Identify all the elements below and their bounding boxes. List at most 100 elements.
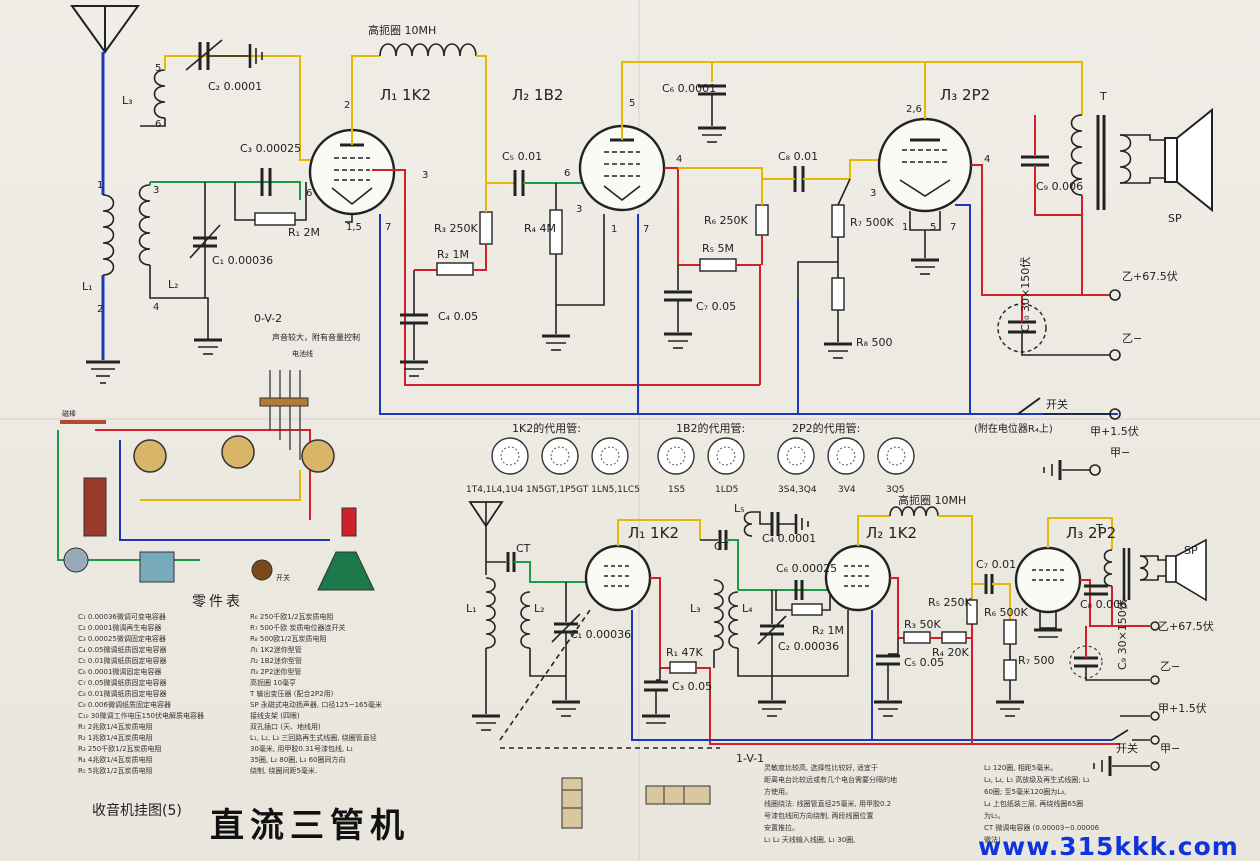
speaker-icon bbox=[1164, 107, 1213, 213]
transformer-primary-bottom bbox=[1103, 549, 1113, 587]
pin-label: 1 bbox=[611, 224, 617, 235]
parts-list-right: R₆ 250千欧1/2瓦炭质电阻 R₇ 500千欧 炭质电位器连开关 R₈ 50… bbox=[250, 612, 420, 777]
pin-label: 3 bbox=[576, 204, 582, 215]
tube-socket-icon bbox=[707, 437, 745, 475]
label-L2: L₂ bbox=[168, 278, 179, 291]
tube-socket-icon bbox=[591, 437, 629, 475]
parts-item: 高扼圈 10毫亨 bbox=[250, 679, 297, 687]
resistor-R3 bbox=[479, 211, 493, 245]
note-line: 60圈; 至5毫米120圈为L₄, bbox=[984, 788, 1067, 796]
label-bottom-switch: 开关 bbox=[1116, 741, 1138, 755]
potentiometer-R6-bottom bbox=[1003, 619, 1017, 645]
label-bottom-R4: R₄ 20K bbox=[932, 646, 970, 659]
tube-socket-icon bbox=[541, 437, 579, 475]
bottom-circuit bbox=[468, 501, 1207, 776]
parts-item: 双孔插口 (天、地线用) bbox=[250, 723, 321, 731]
label-C2: C₂ 0.0001 bbox=[208, 80, 262, 93]
coil-L3-bottom bbox=[713, 579, 724, 651]
label-circuit-name: 0-V-2 bbox=[254, 312, 282, 325]
parts-item: C₃ 0.00025微调固定电容器 bbox=[78, 635, 166, 643]
ground-icon bbox=[911, 258, 939, 275]
fold-line-horizontal bbox=[0, 418, 1260, 420]
label-C10: C₁₀ 30×150伏 bbox=[1018, 257, 1032, 332]
parts-item: L₁, L₂, L₃ 三回路再生式线圈, 绕圈管直径 bbox=[250, 734, 377, 742]
parts-item: Л₃ 2P2迷你型管 bbox=[250, 668, 302, 676]
terminal-minusB bbox=[1109, 349, 1121, 361]
tube-socket-icon bbox=[877, 437, 915, 475]
resistor-R3-bottom bbox=[903, 631, 931, 644]
label-bottom-plusA: 甲+1.5伏 bbox=[1158, 701, 1207, 715]
label-bottom-R2: R₂ 1M bbox=[812, 624, 844, 637]
label-bottom-L1: L₁ bbox=[466, 602, 477, 615]
label-C9: C₉ 0.006 bbox=[1036, 180, 1083, 193]
label-choke: 高扼圈 10MH bbox=[368, 23, 436, 37]
poster-subtitle: 收音机挂图(5) bbox=[92, 803, 182, 819]
parts-item: C₆ 0.0001微调固定电容器 bbox=[78, 668, 162, 676]
wiring-label-battery: 电池线 bbox=[292, 349, 313, 358]
capacitor-C5 bbox=[513, 170, 525, 196]
note-line: 号漆包线同方向绕制, 两段线圈位置 bbox=[764, 812, 874, 820]
label-C7: C₇ 0.05 bbox=[696, 300, 736, 313]
label-circuit-note: 声音较大，附有音量控制 bbox=[272, 332, 360, 342]
tube-socket-icon bbox=[827, 437, 865, 475]
pin-label: 3 bbox=[153, 185, 159, 196]
label-plus67: 乙+67.5伏 bbox=[1122, 269, 1178, 283]
pin-label: 2 bbox=[344, 100, 350, 111]
resistor-R4-bottom bbox=[941, 631, 967, 644]
pin-label: 5 bbox=[629, 98, 635, 109]
note-line: L₁ L₂ 天线输入线圈, L₁ 30圈, bbox=[764, 836, 856, 844]
note-line: L₃, L₄, L₅ 高放级及再生式线圈; L₃ bbox=[984, 776, 1090, 784]
parts-item: C₁ 0.00036微调可变电容器 bbox=[78, 613, 166, 621]
subs-heading-1k2: 1K2的代用管: bbox=[512, 421, 581, 435]
label-bottom-C4: C₄ 0.0001 bbox=[762, 532, 816, 545]
note-line: 灵敏度比较高, 选择性比较好, 适宜于 bbox=[764, 764, 878, 772]
parts-item: 35圈, L₂ 80圈, L₃ 60圈同方向 bbox=[250, 756, 346, 764]
label-bottom-choke: 高扼圈 10MH bbox=[898, 493, 966, 507]
coil-L3 bbox=[153, 69, 166, 119]
coil-L1 bbox=[102, 194, 115, 276]
label-bottom-L3: L₃ bbox=[690, 602, 701, 615]
parts-item: R₈ 500欧1/2瓦炭质电阻 bbox=[250, 635, 327, 643]
label-bottom-CT2: CT bbox=[714, 540, 729, 553]
parts-item: R₆ 250千欧1/2瓦炭质电阻 bbox=[250, 613, 334, 621]
tube-socket-icon bbox=[491, 437, 529, 475]
parts-item: C₇ 0.05微调纸质固定电容器 bbox=[78, 679, 167, 687]
tube-2P2 bbox=[877, 117, 973, 213]
parts-item: C₂ 0.0001微调再生电容器 bbox=[78, 624, 162, 632]
note-line: 微法) bbox=[984, 836, 1001, 844]
antenna-icon bbox=[70, 5, 140, 54]
fold-line-vertical bbox=[638, 0, 640, 861]
resistor-R6 bbox=[755, 204, 769, 236]
note-line: CT 微调电容器 (0.00003~0.00006 bbox=[984, 824, 1100, 832]
notes-left: 灵敏度比较高, 选择性比较好, 适宜于 距离电台比较远或有几个电台需要分隔的地 … bbox=[764, 762, 974, 846]
label-R6: R₆ 250K bbox=[704, 214, 749, 227]
label-R8: R₈ 500 bbox=[856, 336, 893, 349]
subs-list-1b2-a: 1S5 bbox=[668, 485, 685, 495]
subs-list-2p2-b: 3V4 bbox=[838, 485, 856, 495]
label-R2: R₂ 1M bbox=[437, 248, 469, 261]
parts-list-left: C₁ 0.00036微调可变电容器 C₂ 0.0001微调再生电容器 C₃ 0.… bbox=[78, 612, 248, 777]
label-bottom-R6: R₆ 500K bbox=[984, 606, 1029, 619]
pin-label: 4 bbox=[984, 154, 990, 165]
capacitor-C7 bbox=[664, 290, 692, 349]
pin-label: 7 bbox=[643, 224, 649, 235]
label-bottom-minusA: 甲− bbox=[1160, 742, 1180, 755]
parts-item: R₁ 2兆欧1/4瓦炭质电阻 bbox=[78, 723, 153, 731]
label-C3: C₃ 0.00025 bbox=[240, 142, 301, 155]
label-bottom-R7: R₇ 500 bbox=[1018, 654, 1055, 667]
parts-item: SP 永磁式电动扬声器, 口径125~165毫米 bbox=[250, 701, 382, 709]
pin-label: 4 bbox=[676, 154, 682, 165]
label-R4: R₄ 4M bbox=[524, 222, 556, 235]
capacitor-C1 bbox=[189, 224, 221, 259]
pin-label: 6 bbox=[155, 119, 161, 130]
pin-label: 6 bbox=[306, 188, 312, 199]
label-bottom-C2: C₂ 0.00036 bbox=[778, 640, 839, 653]
note-line: L₂ 120圈, 相距5毫米。 bbox=[984, 764, 1058, 772]
label-switch-note: (附在电位器R₄上) bbox=[974, 422, 1053, 435]
pin-label: 5 bbox=[155, 63, 161, 74]
label-minusB: 乙− bbox=[1122, 332, 1142, 345]
pin-label: 6 bbox=[564, 168, 570, 179]
parts-item: C₈ 0.01微调纸质固定电容器 bbox=[78, 690, 167, 698]
ground-icon bbox=[542, 334, 570, 351]
pin-label: 1,5 bbox=[346, 222, 362, 233]
